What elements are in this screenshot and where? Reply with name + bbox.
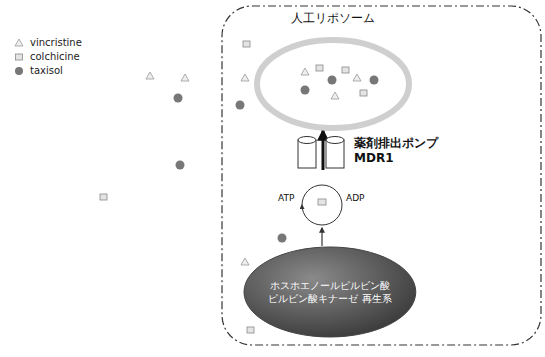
legend-text: taxisol xyxy=(30,65,63,76)
legend-text: colchicine xyxy=(30,51,80,62)
legend-entry: taxisol xyxy=(14,64,63,77)
legend-symbol xyxy=(14,66,24,76)
node-shape xyxy=(298,136,348,170)
drug-efflux-pump: 薬剤排出ポンプ MDR1 xyxy=(298,136,348,170)
adp-label: ADP xyxy=(346,193,365,203)
atp-cycle xyxy=(302,185,342,246)
pump-label: 薬剤排出ポンプ MDR1 xyxy=(354,136,454,166)
node-shape xyxy=(243,246,417,338)
transport-arrow xyxy=(322,130,325,170)
node-shape xyxy=(253,8,413,130)
system-label: ホスホエノールピルビン酸 ピルビン酸キナーゼ 再生系 xyxy=(267,279,393,305)
legend-text: vincristine xyxy=(30,37,82,48)
legend-symbol xyxy=(14,52,24,62)
legend-entry: colchicine xyxy=(14,50,80,63)
legend-symbol xyxy=(14,38,24,48)
node-heading: 人工リポソーム xyxy=(253,10,413,27)
atp-label: ATP xyxy=(278,193,294,203)
legend-entry: vincristine xyxy=(14,36,82,49)
cell-outline xyxy=(222,6,541,345)
atp-regeneration-system: ホスホエノールピルビン酸 ピルビン酸キナーゼ 再生系 xyxy=(243,246,417,338)
liposome: 人工リポソーム xyxy=(253,8,413,130)
